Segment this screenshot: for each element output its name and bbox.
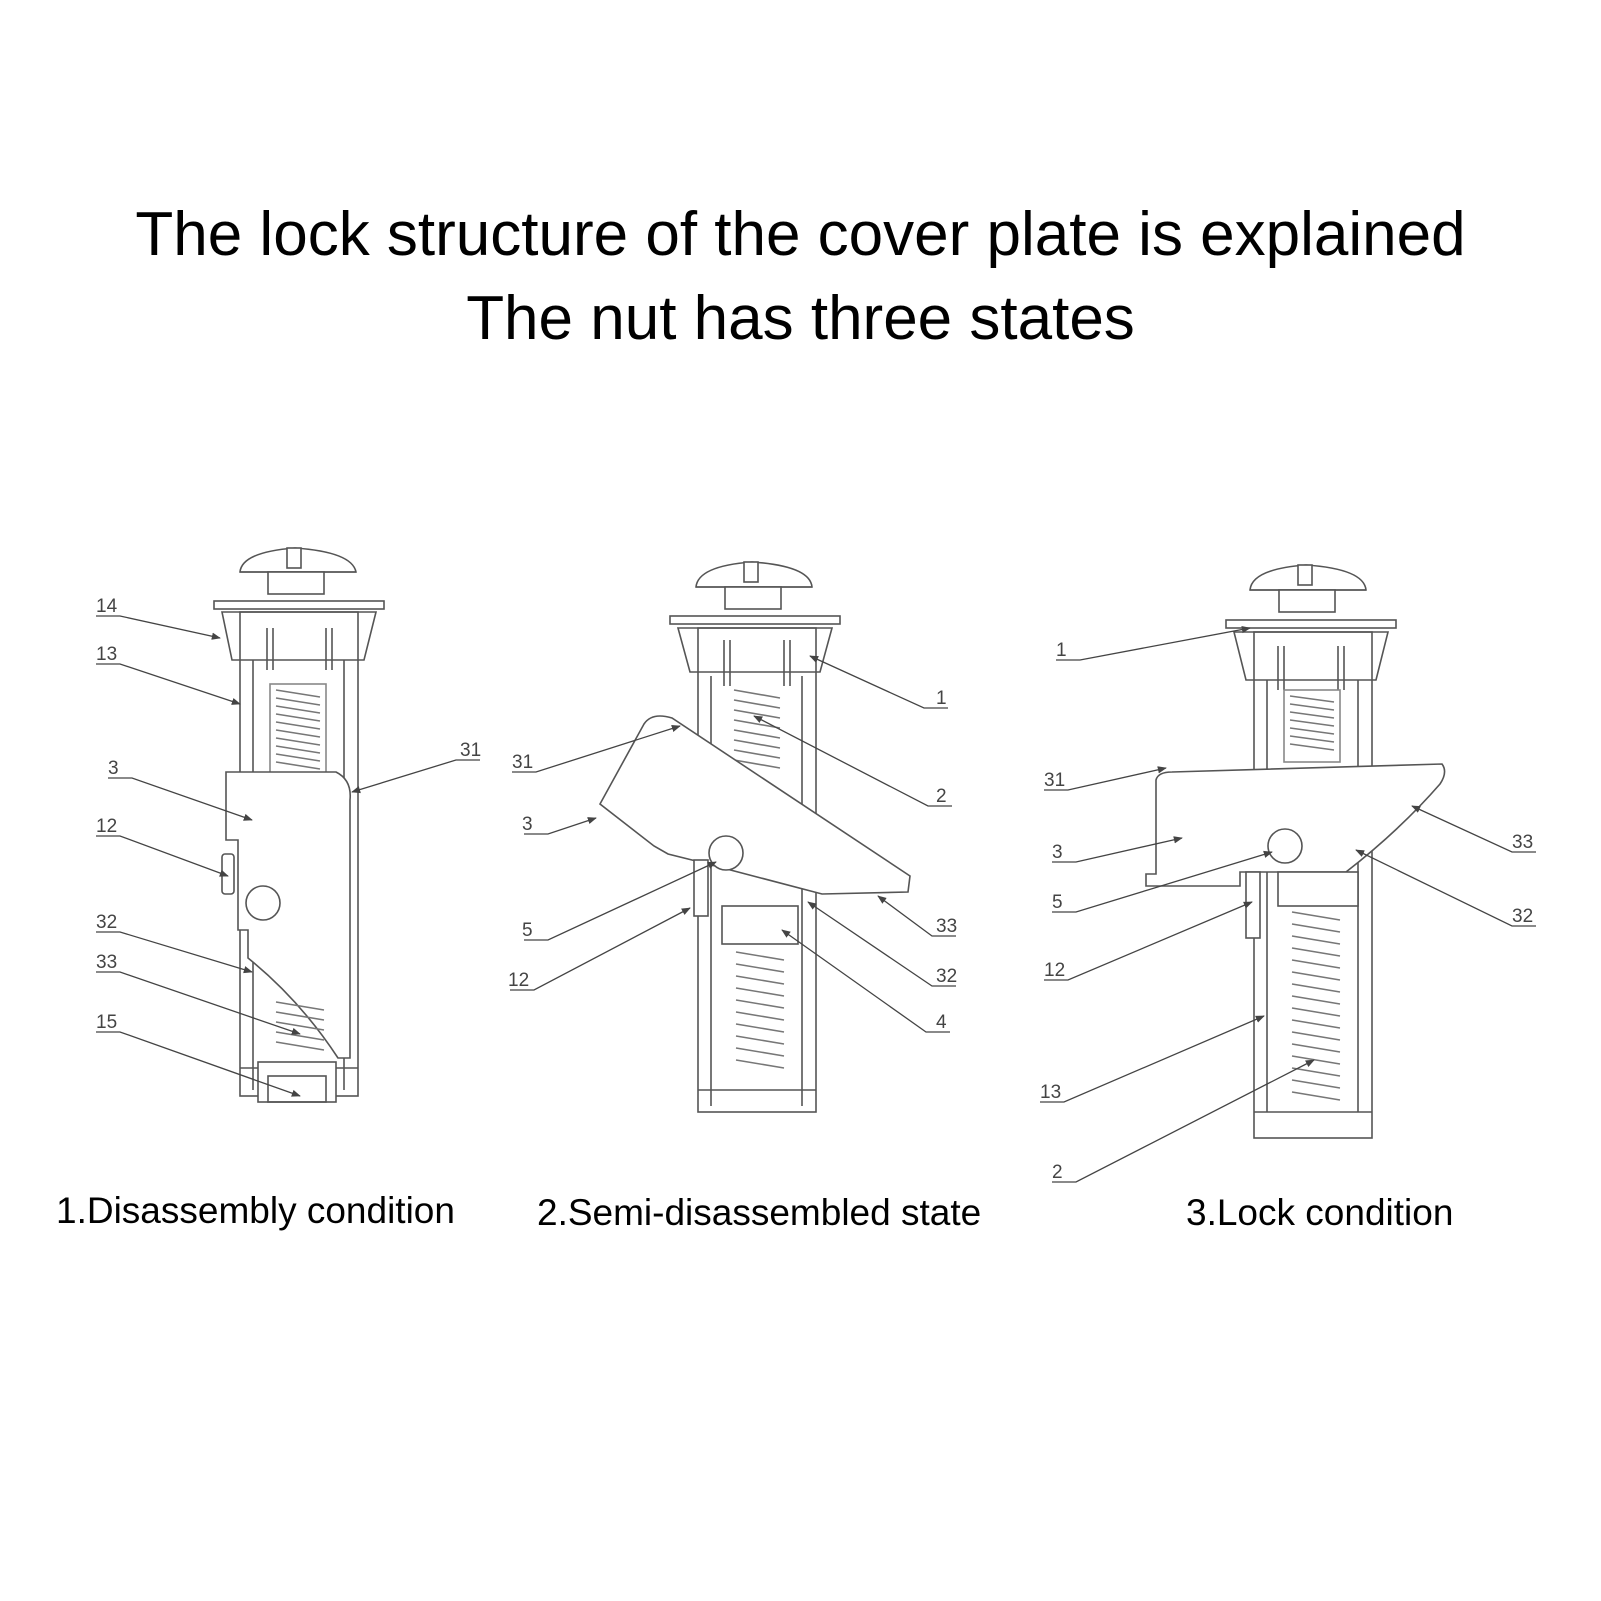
callout-label: 1 xyxy=(1056,640,1067,661)
callout-label: 3 xyxy=(108,758,119,779)
panel-3-caption: 3.Lock condition xyxy=(1186,1192,1454,1233)
panel-2-caption: 2.Semi-disassembled state xyxy=(537,1192,982,1233)
callout-label: 12 xyxy=(508,970,529,991)
panel-3-callouts xyxy=(1040,625,1536,1183)
callout-label: 5 xyxy=(522,920,533,941)
callout-label: 31 xyxy=(512,752,533,773)
panel-1-drawing xyxy=(213,547,385,1103)
callout-label: 14 xyxy=(96,596,118,617)
callout-label: 13 xyxy=(96,644,117,665)
callout-label: 33 xyxy=(1512,832,1533,853)
panel-3-drawing xyxy=(1145,564,1446,1139)
callout-label: 12 xyxy=(1044,960,1065,981)
diagram-title: The lock structure of the cover plate is… xyxy=(135,200,1466,269)
diagram-subtitle: The nut has three states xyxy=(466,284,1135,353)
callout-label: 12 xyxy=(96,816,117,837)
callout-label: 1 xyxy=(936,688,947,709)
callout-label: 3 xyxy=(522,814,533,835)
callout-label: 3 xyxy=(1052,842,1063,863)
callout-label: 5 xyxy=(1052,892,1063,913)
callout-label: 33 xyxy=(96,952,117,973)
panel-2-drawing xyxy=(598,561,911,1113)
callout-label: 15 xyxy=(96,1012,117,1033)
callout-label: 2 xyxy=(936,786,947,807)
callout-label: 31 xyxy=(1044,770,1065,791)
callout-label: 32 xyxy=(96,912,117,933)
panel-2-callouts xyxy=(510,655,956,1033)
callout-label: 31 xyxy=(460,740,481,761)
panel-1-callouts xyxy=(96,615,480,1097)
callout-label: 4 xyxy=(936,1012,947,1033)
callout-label: 33 xyxy=(936,916,957,937)
callout-label: 13 xyxy=(1040,1082,1061,1103)
panel-1-caption: 1.Disassembly condition xyxy=(56,1190,455,1231)
callout-label: 32 xyxy=(1512,906,1533,927)
callout-label: 32 xyxy=(936,966,957,987)
callout-label: 2 xyxy=(1052,1162,1063,1183)
